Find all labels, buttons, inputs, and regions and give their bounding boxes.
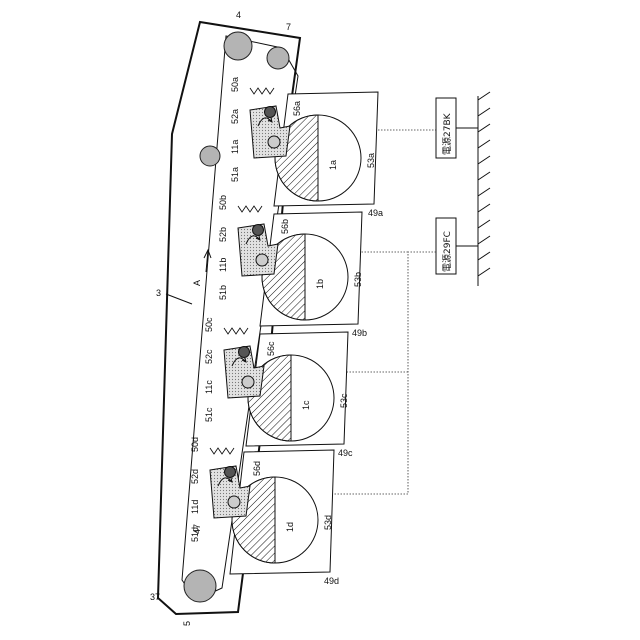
label-pivot: 52a xyxy=(230,109,240,124)
pivot-ball xyxy=(253,225,264,236)
label-pivot: 52c xyxy=(204,349,214,364)
pivot-ball xyxy=(265,107,276,118)
label-contact: 56b xyxy=(280,219,290,234)
label-contact: 56a xyxy=(292,101,302,116)
label-case: 49c xyxy=(338,448,353,458)
ground-hatching xyxy=(478,92,490,276)
label-case: 49d xyxy=(324,576,339,586)
label-power-bk: 電源27BK xyxy=(442,112,453,155)
label-lever: 51b xyxy=(218,285,228,300)
label-charge: 53d xyxy=(323,515,333,530)
roller-5 xyxy=(184,570,216,602)
label-lever: 51a xyxy=(230,167,240,182)
contact-roller xyxy=(256,254,268,266)
pivot-ball xyxy=(225,467,236,478)
label-spring: 50c xyxy=(204,317,214,332)
label-charge: 53c xyxy=(339,393,349,408)
label-unit: 11b xyxy=(218,258,228,272)
label-spring: 50a xyxy=(230,77,240,92)
label-direction-a: A xyxy=(192,280,202,286)
spring xyxy=(250,88,274,94)
label-spring: 50d xyxy=(190,437,200,452)
roller-4 xyxy=(224,32,252,60)
label-pivot: 52d xyxy=(190,469,200,484)
label-drum: 1a xyxy=(328,160,338,170)
label-power-fc: 電源29FC xyxy=(442,231,453,272)
roller-tension xyxy=(200,146,220,166)
label-roller-47: 47 xyxy=(192,524,202,534)
label-drum: 1d xyxy=(285,522,295,532)
label-lever: 51c xyxy=(204,407,214,422)
process-unit xyxy=(224,328,348,446)
label-spring: 50b xyxy=(218,195,228,210)
contact-roller xyxy=(228,496,240,508)
label-belt-3: 3 xyxy=(156,288,161,298)
label-drum: 1c xyxy=(301,400,311,410)
label-case: 49b xyxy=(352,328,367,338)
process-unit xyxy=(250,88,378,206)
spring xyxy=(210,448,234,454)
label-unit: 11a xyxy=(230,140,240,154)
label-roller-4: 4 xyxy=(236,10,241,20)
label-unit: 11d xyxy=(190,500,200,514)
contact-roller xyxy=(242,376,254,388)
label-charge: 53a xyxy=(366,153,376,168)
label-frame-37: 37 xyxy=(150,592,160,602)
process-unit xyxy=(210,448,334,574)
label-roller-7: 7 xyxy=(286,22,291,32)
roller-7 xyxy=(267,47,289,69)
label-case: 49a xyxy=(368,208,383,218)
label-charge: 53b xyxy=(353,272,363,287)
process-unit xyxy=(238,206,362,326)
spring xyxy=(224,328,248,334)
spring xyxy=(238,206,262,212)
label-roller-5: 5 xyxy=(182,621,192,626)
pivot-ball xyxy=(239,347,250,358)
contact-roller xyxy=(268,136,280,148)
label-contact: 56c xyxy=(266,341,276,356)
label-contact: 56d xyxy=(252,461,262,476)
label-unit: 11c xyxy=(204,380,214,394)
label-pivot: 52b xyxy=(218,227,228,242)
label-drum: 1b xyxy=(315,279,325,289)
